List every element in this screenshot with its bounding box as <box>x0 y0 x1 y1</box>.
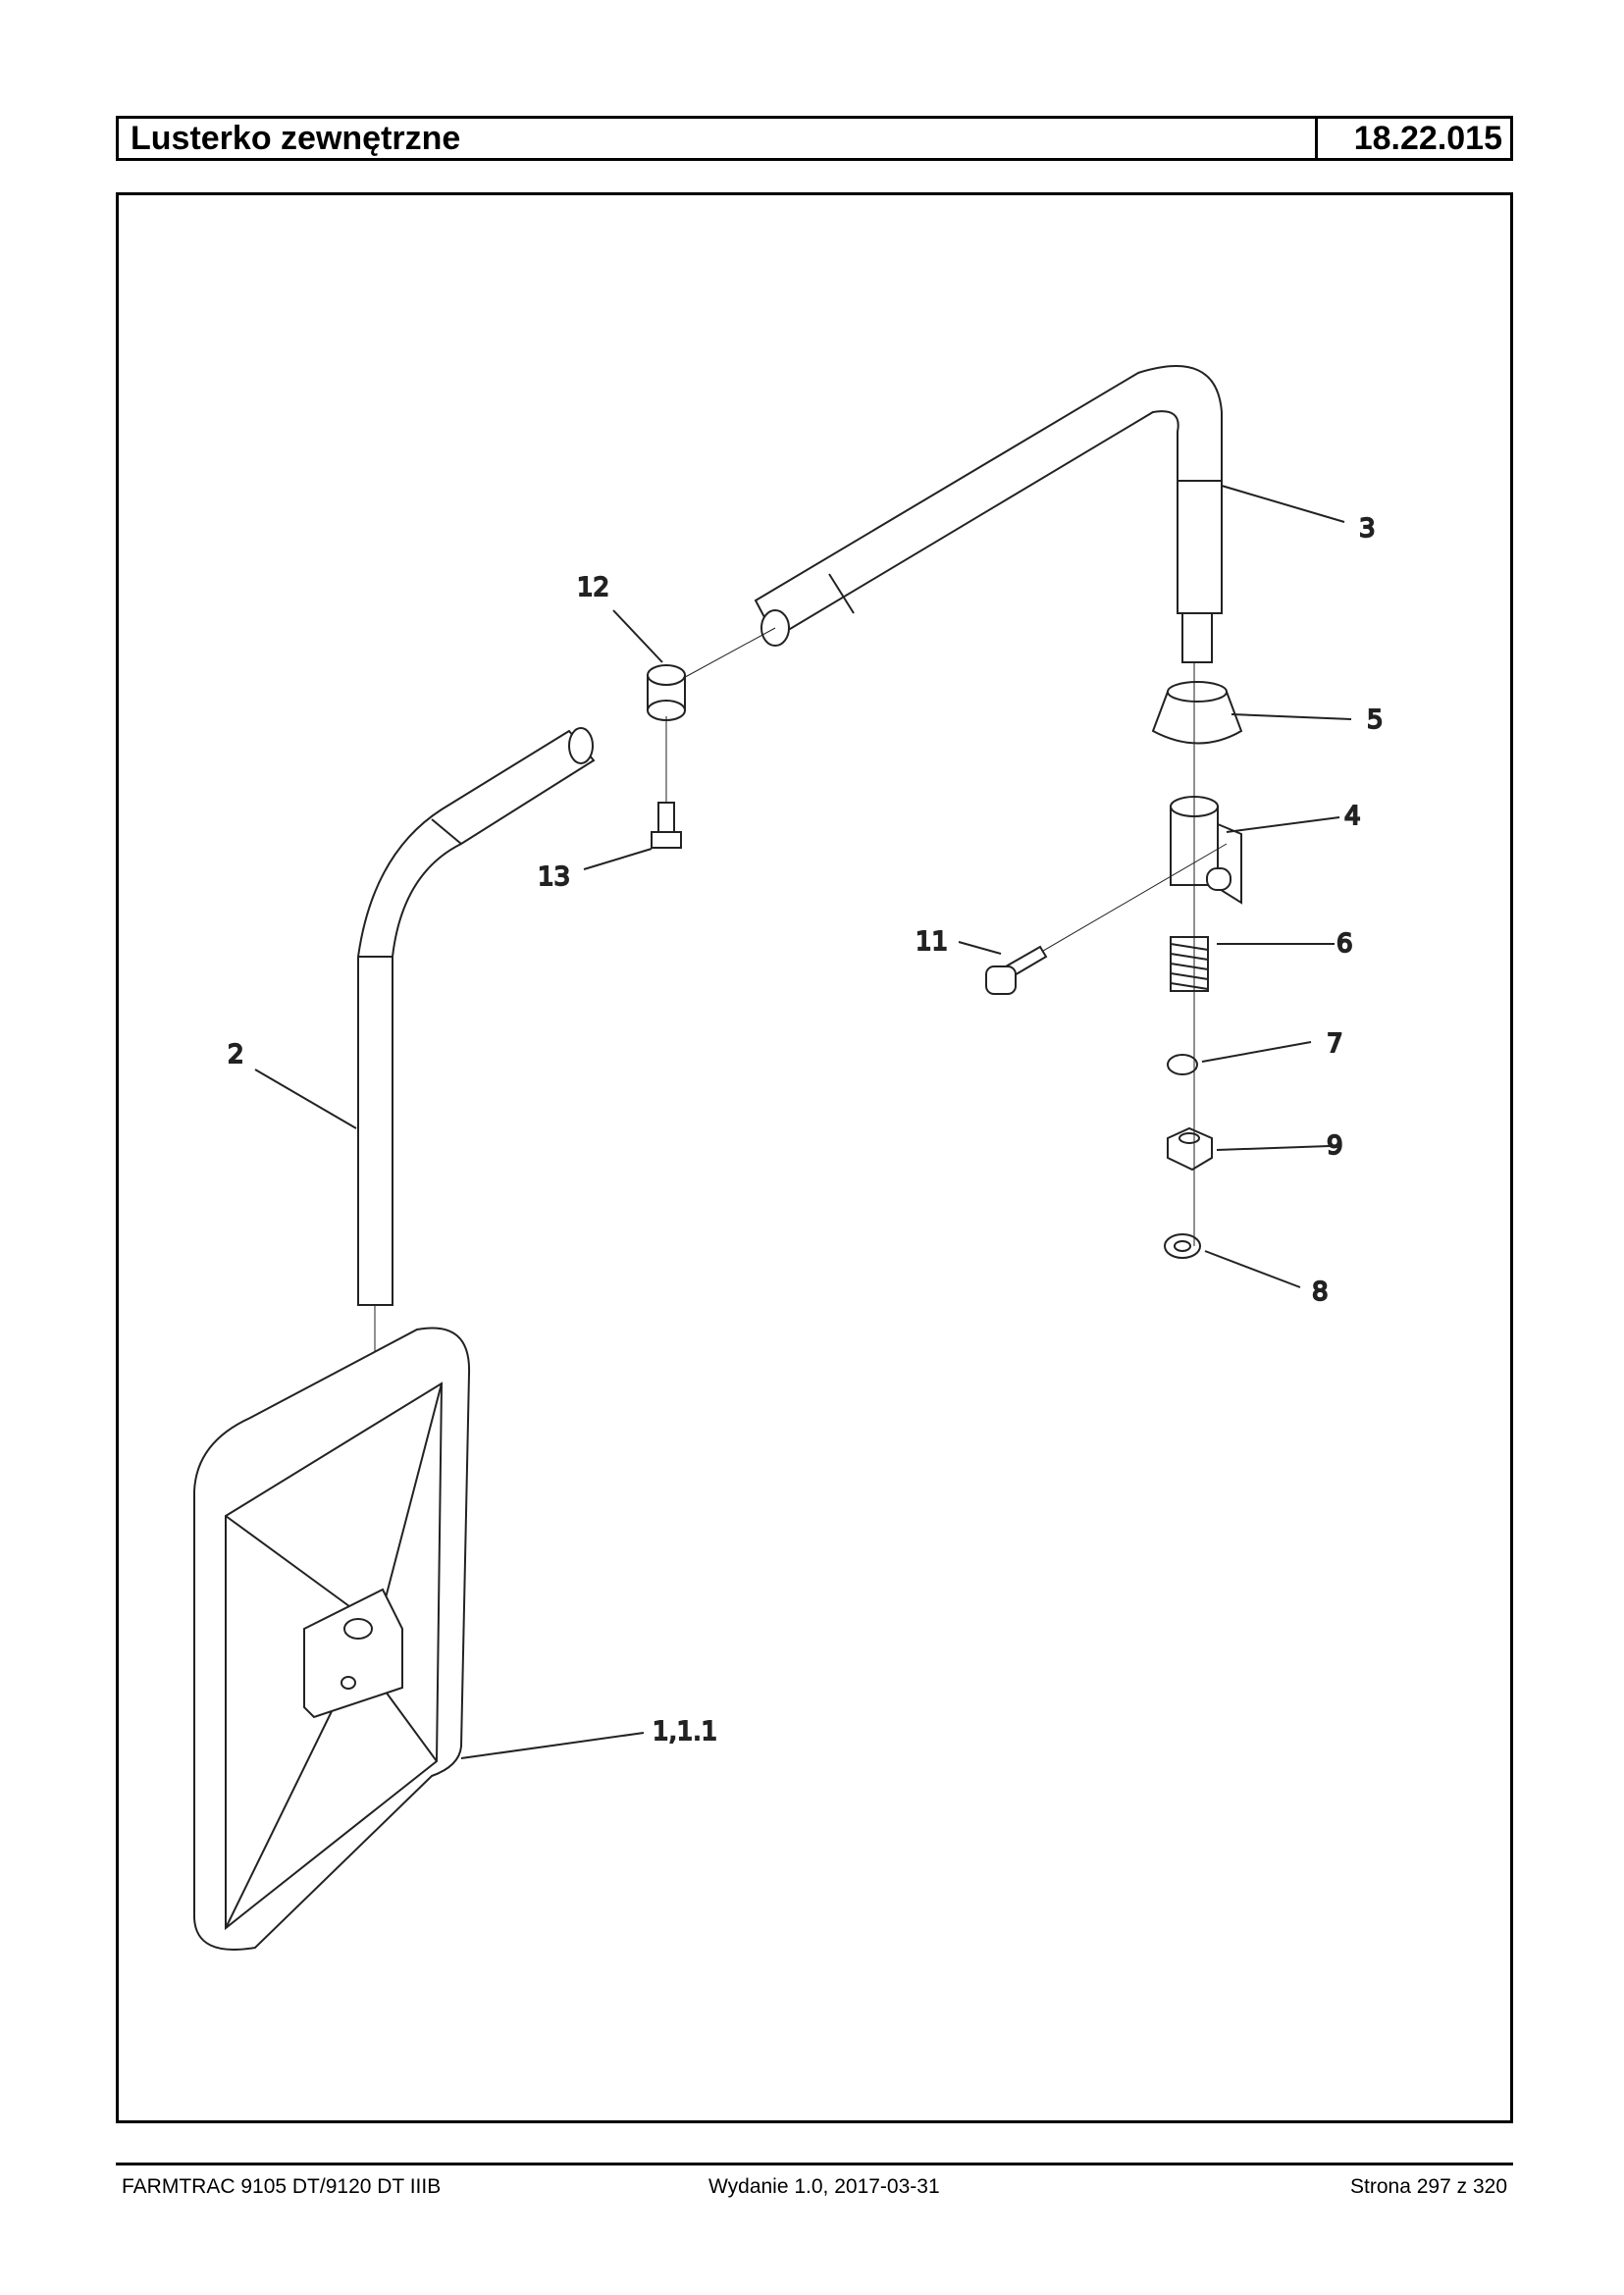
washer-part-7 <box>1167 1054 1198 1075</box>
footer-page-number: Strona 297 z 320 <box>1350 2175 1507 2198</box>
exploded-view-drawing: 1,1.1 2 3 4 5 6 7 8 9 11 12 13 <box>193 365 1385 1951</box>
page-footer: FARMTRAC 9105 DT/9120 DT IIIB Wydanie 1.… <box>116 2172 1513 2202</box>
page-title: Lusterko zewnętrzne <box>119 119 1318 158</box>
callout-7: 7 <box>1327 1029 1343 1059</box>
bolt-part-11 <box>985 945 1048 995</box>
callout-8: 8 <box>1312 1278 1329 1307</box>
mirror-part-1 <box>193 1327 471 1951</box>
washer-part-8 <box>1164 1233 1201 1259</box>
callout-6: 6 <box>1336 929 1353 959</box>
footer-edition: Wydanie 1.0, 2017-03-31 <box>708 2175 940 2198</box>
footer-rule <box>116 2163 1513 2165</box>
clamp-part-4 <box>1170 796 1242 905</box>
callout-5: 5 <box>1367 705 1384 735</box>
page-header: Lusterko zewnętrzne 18.22.015 <box>116 116 1513 161</box>
callout-9: 9 <box>1327 1131 1343 1161</box>
nut-part-9 <box>1167 1126 1213 1172</box>
arm-part-3 <box>754 365 1223 663</box>
callout-2: 2 <box>228 1040 244 1069</box>
leader-lines <box>254 485 1352 1759</box>
drawing-frame: 1,1.1 2 3 4 5 6 7 8 9 11 12 13 <box>116 192 1513 2123</box>
footer-model: FARMTRAC 9105 DT/9120 DT IIIB <box>122 2175 442 2198</box>
bushing-part-12 <box>647 664 686 721</box>
callout-1-1-1: 1,1.1 <box>653 1717 717 1747</box>
callout-12: 12 <box>577 573 609 602</box>
section-code: 18.22.015 <box>1353 120 1502 157</box>
callout-4: 4 <box>1344 802 1361 831</box>
callout-13: 13 <box>538 862 570 892</box>
screw-part-13 <box>651 802 682 849</box>
spring-part-6 <box>1170 936 1209 992</box>
callout-11: 11 <box>916 927 948 957</box>
cap-part-5 <box>1151 681 1243 745</box>
callout-3: 3 <box>1359 514 1376 544</box>
